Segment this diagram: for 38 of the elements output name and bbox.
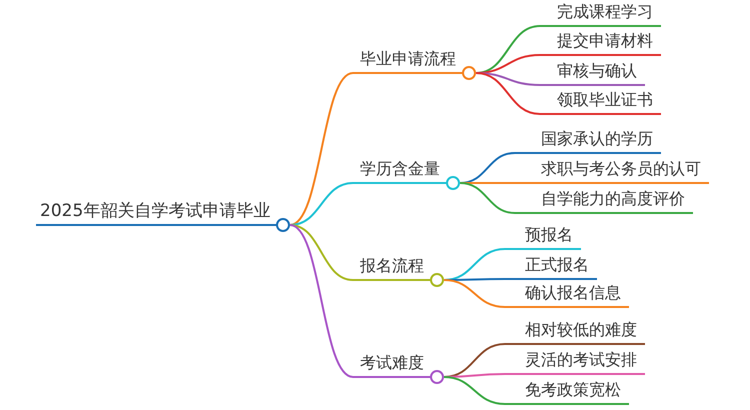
topic-text: 国家承认的学历 [541, 129, 653, 150]
topic-underline [505, 255, 597, 280]
topic-underline [505, 283, 629, 308]
topic-underline [540, 61, 645, 86]
topic-text: 免考政策宽松 [525, 380, 621, 401]
branch-line [290, 72, 354, 226]
topic-text: 正式报名 [525, 255, 589, 276]
topic-underline [515, 189, 693, 214]
topic-text: 求职与考公务员的认可 [541, 159, 701, 180]
topic-text: 提交申请材料 [557, 31, 653, 52]
branch-line [460, 182, 516, 214]
branch-line [290, 224, 354, 281]
topic-text: 2025年韶关自学考试申请毕业 [40, 201, 270, 223]
branch-line [476, 72, 540, 115]
topic-text: 自学能力的高度评价 [541, 189, 685, 210]
topic-text: 预报名 [525, 225, 573, 246]
topic-underline [540, 31, 661, 56]
topic-underline [505, 350, 645, 375]
branch-line [444, 279, 506, 308]
topic-text: 审核与确认 [557, 61, 637, 82]
topic-text: 领取毕业证书 [557, 90, 653, 111]
topic-underline [505, 320, 645, 345]
topic-underline [540, 90, 661, 115]
topic-text: 考试难度 [360, 353, 424, 374]
topic-underline [540, 2, 661, 27]
topic-text: 学历含金量 [360, 159, 440, 180]
topic-underline [505, 380, 629, 405]
topic-text: 灵活的考试安排 [525, 350, 637, 371]
branch-line [290, 224, 354, 378]
topic-underline [515, 129, 661, 154]
topic-text: 相对较低的难度 [525, 320, 637, 341]
branch-line [444, 376, 506, 405]
topic-underline [505, 225, 581, 250]
topic-text: 报名流程 [360, 256, 424, 277]
topic-text: 完成课程学习 [557, 2, 653, 23]
topic-underline [515, 159, 709, 184]
topic-text: 毕业申请流程 [360, 49, 456, 70]
topic-text: 确认报名信息 [525, 283, 621, 304]
